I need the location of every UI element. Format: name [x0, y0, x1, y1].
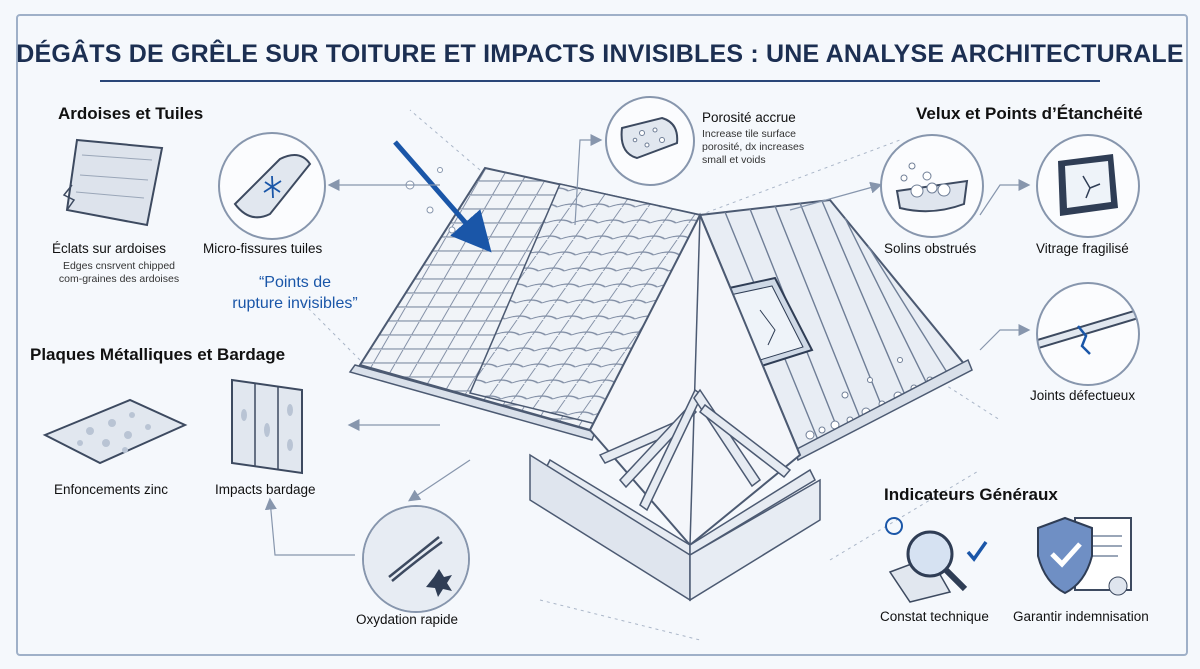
label-porosity: Porosité accrue [702, 110, 796, 125]
label-cladding: Impacts bardage [215, 482, 316, 497]
cracked-skylight-icon [1036, 134, 1140, 238]
label-guarantee: Garantir indemnisation [1013, 609, 1149, 624]
heading-velux: Velux et Points d’Étanchéité [916, 104, 1143, 123]
label-tile-crack: Micro-fissures tuiles [203, 241, 323, 256]
note-slate-chips: Edges cnsrvent chipped com-graines des a… [58, 260, 180, 285]
dented-cladding-icon [222, 375, 314, 475]
page-frame [16, 14, 1188, 656]
title-underline [100, 80, 1100, 82]
label-slate-chips: Éclats sur ardoises [52, 241, 167, 256]
dented-zinc-icon [40, 395, 190, 467]
slate-chips-icon [42, 130, 192, 230]
label-zinc: Enfoncements zinc [54, 482, 169, 497]
page-title: DÉGÂTS DE GRÊLE SUR TOITURE ET IMPACTS I… [16, 40, 1184, 68]
heading-slates: Ardoises et Tuiles [58, 104, 204, 123]
magnifier-check-icon [880, 512, 990, 604]
broken-seal-icon [1036, 282, 1140, 386]
heading-general: Indicateurs Généraux [884, 485, 1058, 504]
clogged-gutter-icon [880, 134, 984, 238]
tile-crack-icon [218, 132, 326, 240]
label-oxidation: Oxydation rapide [356, 612, 459, 627]
oxidation-scratch-icon [362, 505, 470, 613]
shield-certificate-icon [1030, 508, 1140, 604]
note-porosity: Increase tile surface porosité, dx incre… [702, 128, 805, 166]
label-gutter: Solins obstrués [884, 241, 977, 256]
porous-tile-icon [605, 96, 695, 186]
heading-metal: Plaques Métalliques et Bardage [30, 345, 286, 364]
label-joints: Joints défectueux [1030, 388, 1136, 403]
label-skylight: Vitrage fragilisé [1036, 241, 1129, 256]
label-inspection: Constat technique [880, 609, 989, 624]
